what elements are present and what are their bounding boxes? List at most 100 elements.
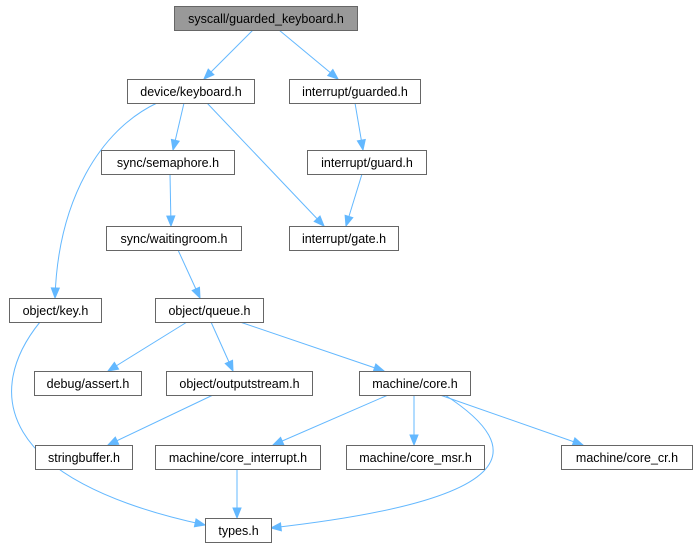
node-box <box>155 298 264 323</box>
node-label: machine/core_interrupt.h <box>169 451 307 465</box>
node-box <box>34 371 142 396</box>
node-kbd[interactable]: device/keyboard.h <box>127 79 255 104</box>
arrow-head-icon <box>170 138 181 152</box>
node-label: types.h <box>218 524 258 538</box>
node-cint[interactable]: machine/core_interrupt.h <box>155 445 321 470</box>
node-label: object/key.h <box>23 304 89 318</box>
node-box <box>289 226 399 251</box>
arrow-head-icon <box>271 436 285 446</box>
node-label: machine/core.h <box>372 377 458 391</box>
edge-kbd-to-gate <box>206 102 325 227</box>
node-label: interrupt/guard.h <box>321 156 413 170</box>
edge-core-to-ccr <box>439 394 585 447</box>
arrow-head-icon <box>203 68 215 80</box>
edge-kbd-to-key <box>50 102 158 300</box>
edge-line <box>203 29 254 80</box>
node-sem[interactable]: sync/semaphore.h <box>101 150 235 175</box>
edge-ostream-to-sbuf <box>106 394 214 446</box>
node-ig[interactable]: interrupt/guarded.h <box>289 79 421 104</box>
node-label: interrupt/guarded.h <box>302 85 408 99</box>
arrow-head-icon <box>106 361 120 372</box>
edge-kbd-to-sem <box>170 102 185 152</box>
edge-line <box>439 394 584 446</box>
edge-line <box>54 102 158 299</box>
edge-line <box>278 29 339 80</box>
node-label: machine/core_cr.h <box>576 451 678 465</box>
edge-core-to-cmsr <box>409 395 419 447</box>
node-label: syscall/guarded_keyboard.h <box>188 12 344 26</box>
edge-queue-to-core <box>239 321 386 373</box>
arrow-head-icon <box>326 68 340 80</box>
node-sbuf[interactable]: stringbuffer.h <box>35 445 133 470</box>
arrow-head-icon <box>313 215 325 227</box>
node-label: device/keyboard.h <box>140 85 242 99</box>
edge-line <box>107 394 214 446</box>
node-root: syscall/guarded_keyboard.h <box>174 6 358 31</box>
node-key[interactable]: object/key.h <box>9 298 102 323</box>
node-core[interactable]: machine/core.h <box>359 371 471 396</box>
nodes-layer: syscall/guarded_keyboard.h device/keyboar… <box>9 6 693 543</box>
node-cmsr[interactable]: machine/core_msr.h <box>346 445 485 470</box>
edge-key-to-types <box>11 321 207 528</box>
edge-iguard-to-gate <box>344 173 363 228</box>
node-box <box>174 6 358 31</box>
edge-root-to-ig <box>278 29 340 80</box>
edge-wr-to-queue <box>177 249 201 300</box>
node-label: debug/assert.h <box>47 377 130 391</box>
edge-queue-to-assert <box>106 321 188 372</box>
edge-core-to-types <box>269 394 494 532</box>
edge-cint-to-types <box>232 469 242 520</box>
arrow-head-icon <box>50 287 61 300</box>
node-wr[interactable]: sync/waitingroom.h <box>106 226 242 251</box>
node-box <box>346 445 485 470</box>
node-box <box>155 445 321 470</box>
edges-layer <box>11 29 585 532</box>
node-ccr[interactable]: machine/core_cr.h <box>561 445 693 470</box>
node-box <box>35 445 133 470</box>
edge-queue-to-ostream <box>210 321 234 373</box>
node-box <box>106 226 242 251</box>
edge-line <box>107 321 188 372</box>
node-box <box>101 150 235 175</box>
edge-line <box>206 102 325 227</box>
node-box <box>205 518 272 543</box>
node-iguard[interactable]: interrupt/guard.h <box>307 150 427 175</box>
node-box <box>127 79 255 104</box>
node-box <box>359 371 471 396</box>
node-box <box>561 445 693 470</box>
arrow-head-icon <box>191 286 201 300</box>
arrow-head-icon <box>166 215 176 228</box>
edge-line <box>272 394 389 446</box>
edge-line <box>11 321 206 526</box>
arrow-head-icon <box>372 363 386 373</box>
node-queue[interactable]: object/queue.h <box>155 298 264 323</box>
edge-sem-to-wr <box>166 173 176 228</box>
arrow-head-icon <box>106 436 120 446</box>
node-label: stringbuffer.h <box>48 451 120 465</box>
edge-line <box>239 321 385 372</box>
arrow-head-icon <box>269 522 282 532</box>
node-box <box>166 371 313 396</box>
edge-root-to-kbd <box>203 29 254 80</box>
arrow-head-icon <box>409 434 419 447</box>
node-box <box>9 298 102 323</box>
node-assert[interactable]: debug/assert.h <box>34 371 142 396</box>
edge-ig-to-iguard <box>354 102 366 152</box>
arrow-head-icon <box>224 359 234 373</box>
edge-line <box>270 394 494 529</box>
node-label: machine/core_msr.h <box>359 451 472 465</box>
edge-core-to-cint <box>271 394 389 446</box>
node-types[interactable]: types.h <box>205 518 272 543</box>
arrow-head-icon <box>232 507 242 520</box>
node-box <box>307 150 427 175</box>
node-box <box>289 79 421 104</box>
node-gate[interactable]: interrupt/gate.h <box>289 226 399 251</box>
node-ostream[interactable]: object/outputstream.h <box>166 371 313 396</box>
node-label: object/queue.h <box>168 304 250 318</box>
arrow-head-icon <box>344 214 354 228</box>
node-label: sync/waitingroom.h <box>121 232 228 246</box>
node-label: object/outputstream.h <box>179 377 299 391</box>
arrow-head-icon <box>571 437 585 447</box>
arrow-head-icon <box>356 138 366 152</box>
